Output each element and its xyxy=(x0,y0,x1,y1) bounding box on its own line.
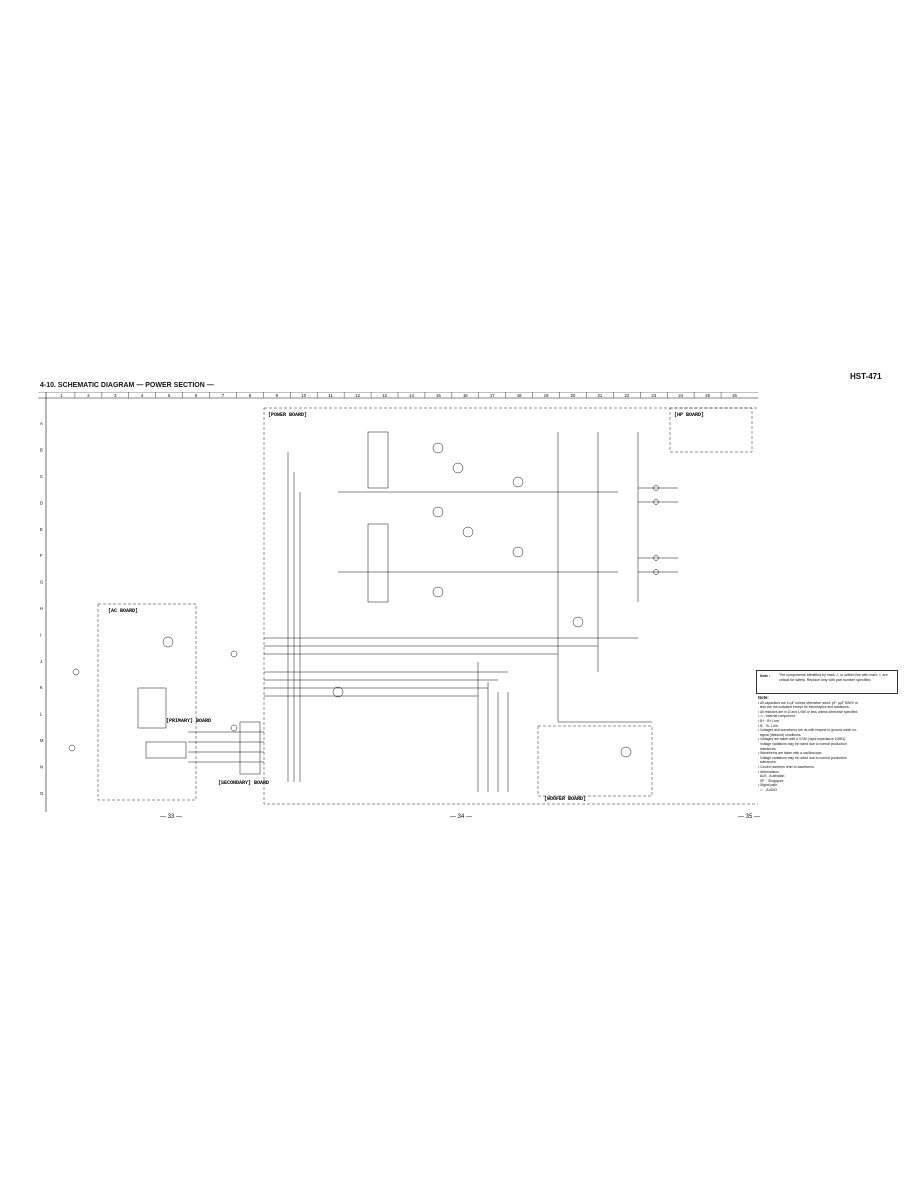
note-line: • Circled numbers refer to waveforms. xyxy=(758,764,815,769)
note-line: • ⚠ : internal component. xyxy=(758,714,796,719)
notes-section: Note: • All capacitors are in μF unless … xyxy=(758,695,898,793)
grid-column-label: 14 xyxy=(409,393,414,398)
grid-row-labels: A B C D E F G H I J K L M N O xyxy=(40,421,44,796)
grid-column-label: 16 xyxy=(463,393,468,398)
grid-column-label: 7 xyxy=(222,393,225,398)
page-number-left: — 33 — xyxy=(160,814,183,820)
grid-row-label: M xyxy=(40,738,44,743)
grid-row-label: A xyxy=(40,421,43,426)
grid-column-label: 18 xyxy=(517,393,522,398)
note-line: • B+ : B+ Line. xyxy=(758,718,780,723)
grid-row-label: E xyxy=(40,527,43,532)
power-board-label: [POWER BOARD] xyxy=(268,412,307,418)
note-line: • Abbreviation xyxy=(758,769,779,774)
safety-note-box: Note : The components identified by mark… xyxy=(756,670,898,694)
grid-column-label: 20 xyxy=(571,393,576,398)
grid-column-label: 23 xyxy=(651,393,656,398)
page-number-right: — 35 — xyxy=(738,814,761,820)
grid-column-label: 1 xyxy=(60,393,63,398)
note-line: AUS : Australian xyxy=(758,774,785,779)
grid-column-label: 10 xyxy=(301,393,306,398)
grid-column-label: 8 xyxy=(249,393,252,398)
note-line: signal (detuned) conditions. xyxy=(758,732,802,737)
woofer-board-label: [WOOFER BOARD] xyxy=(544,796,586,802)
grid-column-label: 25 xyxy=(705,393,710,398)
note-line: • Waveforms are taken with a oscilloscop… xyxy=(758,751,823,756)
grid-row-label: D xyxy=(40,500,43,505)
grid-row-label: B xyxy=(40,448,43,453)
note-line: SP : Singapore xyxy=(758,778,784,783)
note-line: • Signal path. xyxy=(758,783,779,788)
safety-note-text: The components identified by mark ⚠ or d… xyxy=(779,673,888,682)
note-line: tolerances. xyxy=(758,760,777,765)
model-number: HST-471 xyxy=(850,372,882,381)
grid-row-label: F xyxy=(40,553,43,558)
note-line: ⇨ : AUDIO xyxy=(758,787,778,792)
note-line: Voltage variations may be noted due to n… xyxy=(758,755,847,760)
ac-board-label: [AC BOARD] xyxy=(108,608,138,614)
note-line: • B- : B– Line. xyxy=(758,723,779,728)
note-line: • Voltages and waveforms are dc with res… xyxy=(758,728,858,733)
notes-heading: Note: xyxy=(758,695,769,700)
grid-column-label: 22 xyxy=(625,393,630,398)
grid-column-label: 19 xyxy=(544,393,549,398)
grid-column-label: 3 xyxy=(114,393,117,398)
grid-row-label: N xyxy=(40,764,43,769)
grid-row-label: J xyxy=(40,659,42,664)
note-line: Voltage variations may be noted due to n… xyxy=(758,741,847,746)
grid-row-label: I xyxy=(40,632,41,637)
hp-board-label: [HP BOARD] xyxy=(674,412,704,418)
grid-column-label: 13 xyxy=(382,393,387,398)
note-line: • Voltages are taken with a VOM (Input i… xyxy=(758,737,846,742)
grid-column-label: 21 xyxy=(598,393,603,398)
grid-row-label: O xyxy=(40,791,44,796)
note-line: less are not indicated except for electr… xyxy=(758,705,850,710)
grid-row-label: C xyxy=(40,474,43,479)
grid-row-label: L xyxy=(40,712,43,717)
grid-row-label: G xyxy=(40,580,43,585)
note-line: tolerances. xyxy=(758,746,777,751)
grid-column-label: 24 xyxy=(678,393,683,398)
note-line: • All resistors are in Ω and 1/4W or les… xyxy=(758,709,859,714)
grid-column-label: 12 xyxy=(355,393,360,398)
note-line: • All capacitors are in μF unless otherw… xyxy=(758,700,858,705)
grid-column-label: 17 xyxy=(490,393,495,398)
page-number-center: — 34 — xyxy=(450,814,473,820)
grid-column-label: 2 xyxy=(87,393,90,398)
safety-note-label: Note : xyxy=(760,674,771,678)
secondary-board-label: [SECONDARY] BOARD xyxy=(218,780,269,786)
grid-column-label: 9 xyxy=(276,393,279,398)
page-title: 4-10. SCHEMATIC DIAGRAM — POWER SECTION … xyxy=(40,382,214,389)
grid-column-label: 6 xyxy=(195,393,198,398)
primary-board-label: [PRIMARY] BOARD xyxy=(166,718,211,724)
grid-row-label: H xyxy=(40,606,43,611)
grid-row-label: K xyxy=(40,685,43,690)
grid-column-label: 11 xyxy=(329,393,334,398)
notes-list: • All capacitors are in μF unless otherw… xyxy=(758,701,898,793)
grid-column-label: 5 xyxy=(168,393,171,398)
grid-column-label: 15 xyxy=(436,393,441,398)
grid-column-label: 26 xyxy=(732,393,737,398)
grid-column-label: 4 xyxy=(141,393,144,398)
